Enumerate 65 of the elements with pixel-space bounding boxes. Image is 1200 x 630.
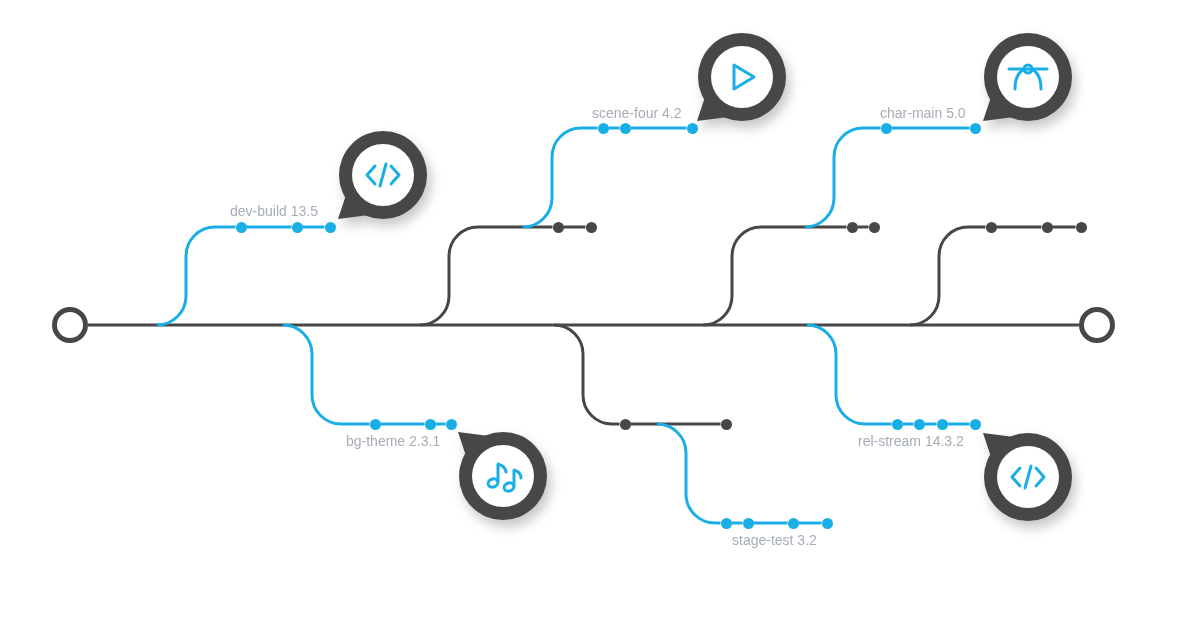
commit-dot [868, 221, 880, 233]
commit-dot [686, 122, 698, 134]
branch-line [419, 225, 553, 327]
commit-dot [552, 221, 564, 233]
branch-line [804, 126, 881, 229]
commit-dot [1075, 221, 1087, 233]
commit-dot [913, 418, 925, 430]
commit-dot [445, 418, 457, 430]
commit-dot [324, 221, 336, 233]
commit-dot [720, 418, 732, 430]
commit-dot [619, 122, 631, 134]
branch-line [891, 126, 970, 130]
branch-line [435, 422, 446, 426]
branch-line [798, 521, 822, 525]
branch-line [563, 225, 586, 229]
end-ring [1079, 307, 1115, 343]
commit-dot [787, 517, 799, 529]
commit-dot [597, 122, 609, 134]
start-ring [52, 307, 88, 343]
branch-line [656, 422, 721, 525]
branch-label: dev-build 13.5 [230, 202, 318, 220]
branch-label: stage-test 3.2 [732, 531, 817, 549]
branch-line [246, 225, 292, 229]
commit-dot [424, 418, 436, 430]
commit-dot [619, 418, 631, 430]
commit-dot [846, 221, 858, 233]
commit-dot [585, 221, 597, 233]
commit-dot [291, 221, 303, 233]
branch-line [806, 323, 892, 426]
commit-dot [1041, 221, 1053, 233]
branch-line [902, 422, 914, 426]
commit-dot [891, 418, 903, 430]
branch-line [909, 225, 986, 327]
commit-dot [821, 517, 833, 529]
branch-line [924, 422, 937, 426]
branch-line [947, 422, 970, 426]
branch-line [630, 422, 721, 426]
branch-label: rel-stream 14.3.2 [858, 432, 964, 450]
branch-line [608, 126, 620, 130]
branch-line [996, 225, 1042, 229]
branch-line [282, 323, 370, 426]
commit-dot [936, 418, 948, 430]
branch-line [553, 323, 620, 426]
branch-label: char-main 5.0 [880, 104, 966, 122]
commit-dot [969, 418, 981, 430]
branch-label: scene-four 4.2 [592, 104, 682, 122]
branch-line [857, 225, 869, 229]
commit-dot [720, 517, 732, 529]
commit-dot [985, 221, 997, 233]
branch-line [702, 225, 847, 327]
commit-dot [880, 122, 892, 134]
branch-line [753, 521, 788, 525]
branch-line [156, 225, 236, 327]
commit-dot [369, 418, 381, 430]
branch-line [630, 126, 687, 130]
commit-dot [235, 221, 247, 233]
branch-line [380, 422, 425, 426]
branch-line [731, 521, 743, 525]
branch-label: bg-theme 2.3.1 [346, 432, 441, 450]
commit-dot [969, 122, 981, 134]
commit-dot [742, 517, 754, 529]
branch-line [522, 126, 598, 229]
branch-line [302, 225, 325, 229]
main-line [88, 323, 1079, 327]
branch-line [1052, 225, 1076, 229]
